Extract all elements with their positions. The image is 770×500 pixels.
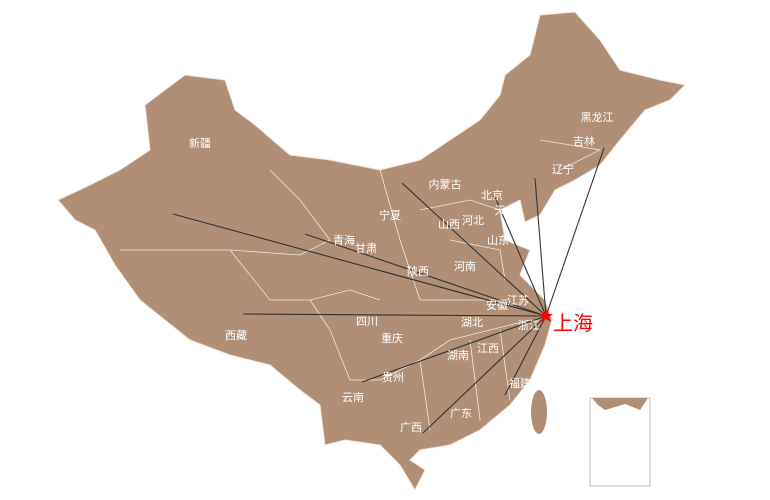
province-label[interactable]: 河南: [454, 260, 476, 273]
province-label[interactable]: 福建: [509, 377, 531, 390]
taiwan: [531, 390, 547, 434]
flow-lines: [172, 147, 605, 434]
province-label[interactable]: 吉林: [573, 135, 595, 148]
target-label: 上海: [553, 311, 593, 335]
province-label[interactable]: 新疆: [189, 137, 211, 150]
province-label[interactable]: 内蒙古: [428, 178, 462, 191]
province-label[interactable]: 湖北: [461, 316, 483, 329]
flow-line-北京: [494, 196, 547, 317]
province-label[interactable]: 山西: [438, 218, 460, 231]
province-label[interactable]: 贵州: [382, 371, 404, 384]
flow-line-内蒙古: [401, 182, 547, 317]
province-label[interactable]: 重庆: [381, 332, 403, 345]
province-label[interactable]: 浙江: [518, 319, 540, 332]
flow-line-吉林: [545, 147, 605, 317]
province-label[interactable]: 湖南: [447, 349, 469, 362]
province-label[interactable]: 北京: [481, 189, 503, 202]
province-label[interactable]: 青海: [333, 234, 355, 247]
province-label[interactable]: 西藏: [225, 329, 247, 342]
province-label[interactable]: 四川: [356, 315, 378, 328]
province-label[interactable]: 黑龙江: [580, 111, 614, 124]
province-label[interactable]: 辽宁: [552, 163, 574, 176]
province-label[interactable]: 江苏: [507, 294, 529, 307]
province-label[interactable]: 陕西: [407, 265, 429, 278]
flow-line-广西: [422, 315, 547, 434]
target-star-icon: [539, 309, 553, 322]
province-label[interactable]: 云南: [342, 391, 364, 404]
flow-line-西藏: [242, 313, 547, 317]
flow-line-辽宁: [534, 177, 547, 317]
province-label[interactable]: 甘肃: [355, 242, 377, 255]
flow-line-福建: [504, 315, 547, 396]
province-label[interactable]: 江西: [477, 342, 499, 355]
flow-line-云南: [361, 315, 547, 383]
south-sea-inset: [589, 397, 651, 487]
province-label[interactable]: 广东: [450, 407, 472, 420]
flow-line-青海: [304, 233, 547, 317]
province-label[interactable]: 广西: [400, 421, 422, 434]
province-label[interactable]: 宁夏: [379, 209, 401, 222]
province-label[interactable]: 安徽: [486, 299, 508, 312]
china-outline: [57, 11, 687, 492]
flow-line-新疆: [172, 213, 547, 317]
province-label[interactable]: 天: [494, 204, 506, 217]
province-label[interactable]: 河北: [462, 214, 484, 227]
province-label[interactable]: 山东: [487, 234, 509, 247]
